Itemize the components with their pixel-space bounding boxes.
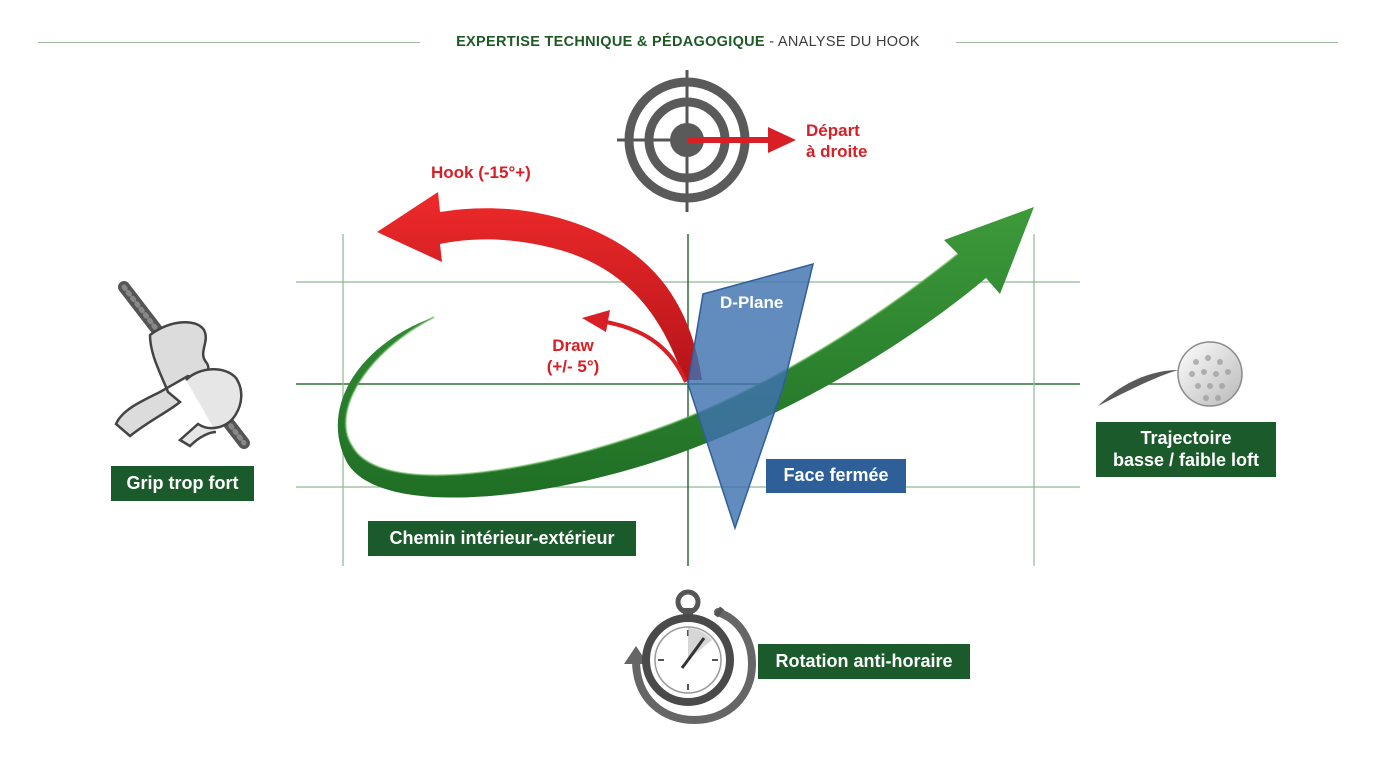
draw-arrow	[582, 310, 688, 383]
header-title: EXPERTISE TECHNIQUE & PÉDAGOGIQUE - ANAL…	[0, 34, 1376, 50]
face-fermee-label: Face fermée	[766, 459, 906, 493]
stopwatch-icon	[624, 589, 757, 725]
header: EXPERTISE TECHNIQUE & PÉDAGOGIQUE - ANAL…	[0, 26, 1376, 60]
header-rule-left	[38, 42, 420, 43]
trajectoire-label-line1: Trajectoire	[1140, 427, 1232, 448]
hook-arrow	[377, 192, 702, 380]
d-plane	[687, 262, 815, 531]
depart-label-line2: à droite	[806, 142, 868, 162]
depart-label: Départ à droite	[806, 120, 867, 163]
depart-arrow	[688, 127, 796, 153]
trajectoire-label: Trajectoire basse / faible loft	[1096, 422, 1276, 477]
draw-label: Draw (+/- 5°)	[538, 335, 608, 378]
draw-label-line1: Draw	[552, 336, 594, 355]
depart-label-line1: Départ	[806, 121, 860, 140]
d-plane-label: D-Plane	[720, 293, 784, 312]
grip-hands-icon	[114, 281, 250, 449]
swing-path-arrow	[337, 207, 1034, 498]
rotation-label: Rotation anti-horaire	[758, 644, 970, 679]
chemin-label: Chemin intérieur-extérieur	[368, 521, 636, 556]
trajectoire-label-line2: basse / faible loft	[1112, 449, 1260, 470]
grip-label: Grip trop fort	[111, 466, 254, 501]
golf-ball-icon	[1098, 341, 1243, 407]
header-title-strong: EXPERTISE TECHNIQUE & PÉDAGOGIQUE	[456, 34, 765, 50]
header-rule-right	[956, 42, 1338, 43]
hook-label: Hook (-15°+)	[431, 163, 531, 182]
draw-label-line2: (+/- 5°)	[546, 357, 600, 377]
header-title-separator: -	[764, 34, 778, 50]
header-title-light: ANALYSE DU HOOK	[777, 34, 920, 50]
